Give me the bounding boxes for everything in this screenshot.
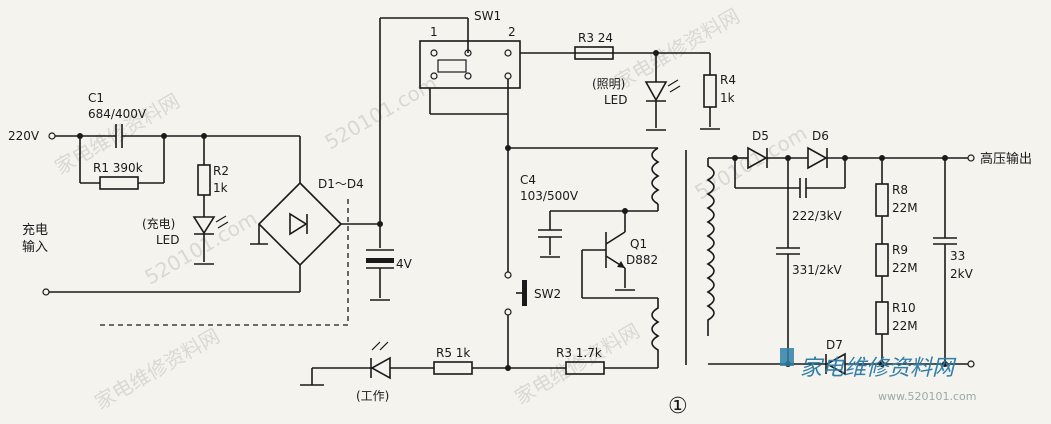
d5-label: D5: [752, 129, 769, 143]
coil-secondary: [706, 158, 715, 336]
charger-module-outline: [100, 195, 349, 326]
r4-resistor: [703, 74, 717, 108]
d7-label: D7: [826, 338, 843, 352]
input-terminal-2: [42, 288, 50, 296]
coil-primary-upper: [651, 147, 660, 205]
r8-value: 22M: [892, 201, 918, 215]
r9-value: 22M: [892, 261, 918, 275]
d6-diode: [807, 146, 828, 170]
input-terminal-220v: [48, 132, 56, 140]
charge-led: [192, 216, 216, 235]
r1-resistor: [99, 176, 139, 190]
hv-ground-terminal: [967, 360, 975, 368]
r4-value: 1k: [720, 91, 735, 105]
logo-url: www.520101.com: [878, 390, 976, 403]
site-logo: 家电维修资料网 www.520101.com: [780, 348, 976, 403]
sw2-label: SW2: [534, 287, 561, 301]
watermark-site: 家电维修资料网: [91, 324, 224, 415]
r5-resistor: [433, 361, 473, 375]
r1-label: R1 390k: [93, 161, 143, 175]
light-led-name: (照明): [592, 77, 625, 91]
charge-led-label: LED: [156, 233, 180, 247]
sw1-label: SW1: [474, 9, 501, 23]
sw1-pin2: 2: [508, 25, 516, 39]
q1-value: D882: [626, 253, 658, 267]
light-led: [644, 81, 668, 102]
d5-diode: [747, 146, 768, 170]
r5-label: R5 1k: [436, 346, 470, 360]
r10-name: R10: [892, 301, 916, 315]
work-led-label: (工作): [356, 389, 389, 403]
c-222-label: 222/3kV: [792, 209, 843, 223]
c33-name: 33: [950, 249, 965, 263]
watermark-site: 家电维修资料网: [511, 319, 644, 410]
sw1-switch: [419, 40, 521, 89]
d6-label: D6: [812, 129, 829, 143]
r9-name: R9: [892, 243, 908, 257]
charge-led-name: (充电): [142, 216, 175, 231]
sw1-pin1: 1: [430, 25, 438, 39]
r8-name: R8: [892, 183, 908, 197]
r2-value: 1k: [213, 181, 228, 195]
r3-bottom-label: R3 1.7k: [556, 346, 602, 360]
battery-voltage: 4V: [396, 257, 413, 271]
watermark-url: 520101.com: [321, 71, 442, 154]
r10-resistor: [875, 301, 889, 335]
watermark-layer: 家电维修资料网 520101.com 520101.com 家电维修资料网 52…: [51, 4, 812, 415]
bridge-rectifier: [257, 181, 343, 267]
r8-resistor: [875, 183, 889, 217]
c1-name: C1: [88, 91, 104, 105]
r9-resistor: [875, 243, 889, 277]
hv-output-terminal: [967, 154, 975, 162]
c33-value: 2kV: [950, 267, 974, 281]
sw2-switch: [504, 271, 512, 279]
r3-top-resistor: [574, 46, 614, 60]
charge-input-line2: 输入: [22, 239, 48, 255]
c-331-label: 331/2kV: [792, 263, 843, 277]
light-led-label: LED: [604, 93, 628, 107]
q1-name: Q1: [630, 237, 647, 251]
hv-output-label: 高压输出: [980, 151, 1032, 167]
charge-input-line1: 充电: [22, 222, 48, 238]
r2-resistor: [197, 164, 211, 196]
r4-name: R4: [720, 73, 736, 87]
coil-feedback: [651, 298, 660, 354]
figure-number: ①: [668, 394, 688, 419]
r3-top-label: R3 24: [578, 31, 613, 45]
r10-value: 22M: [892, 319, 918, 333]
logo-text: 家电维修资料网: [800, 356, 957, 381]
c1-value: 684/400V: [88, 107, 147, 121]
bridge-label: D1～D4: [318, 177, 364, 191]
work-led: [370, 356, 391, 380]
c4-value: 103/500V: [520, 189, 579, 203]
label-220v: 220V: [8, 129, 40, 143]
c4-name: C4: [520, 173, 536, 187]
r2-name: R2: [213, 164, 229, 178]
